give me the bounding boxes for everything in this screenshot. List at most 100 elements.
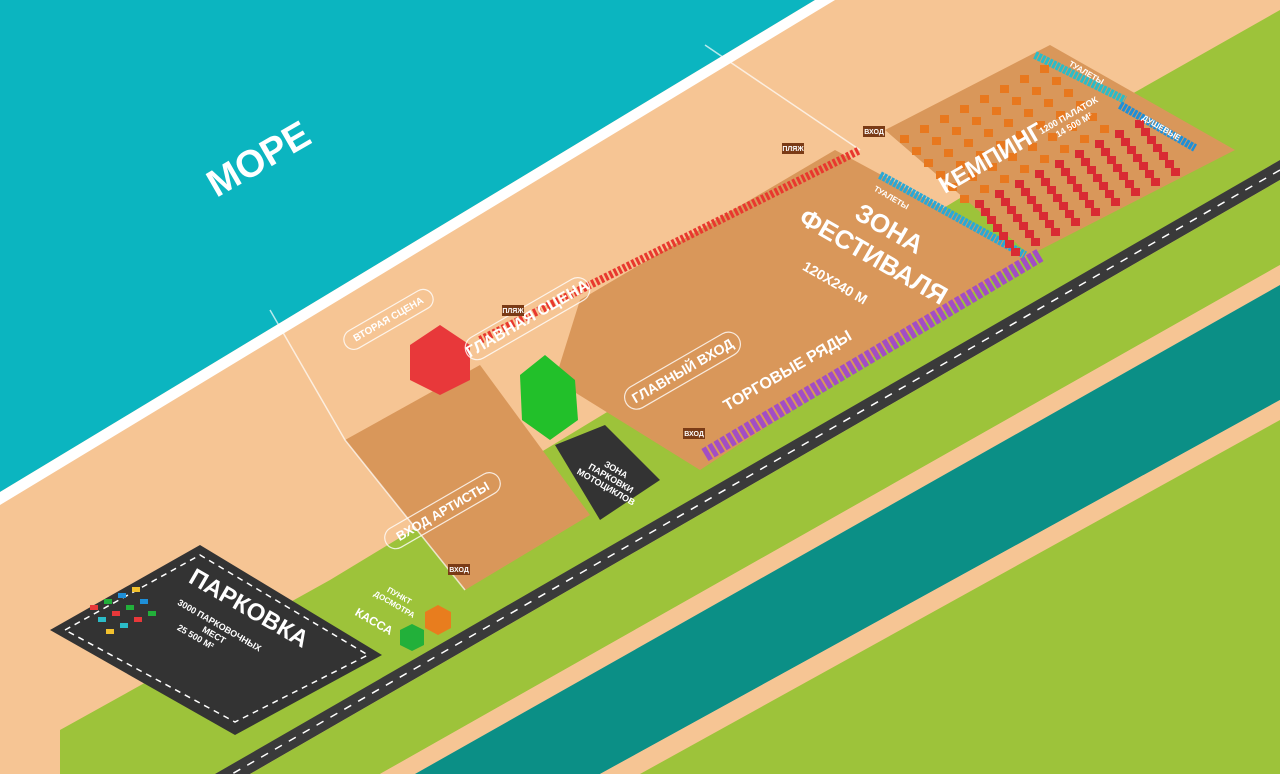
tent — [1100, 125, 1109, 133]
tent — [987, 216, 996, 224]
tent — [1055, 160, 1064, 168]
main-entrance-sign[interactable]: ВХОД — [683, 428, 705, 439]
tent — [1113, 164, 1122, 172]
tent — [1011, 248, 1020, 256]
tent — [975, 200, 984, 208]
tent — [924, 159, 933, 167]
tent — [952, 127, 961, 135]
tent — [981, 208, 990, 216]
main-stage[interactable] — [520, 355, 578, 440]
tent — [900, 135, 909, 143]
tent — [1079, 192, 1088, 200]
tent — [999, 232, 1008, 240]
riverbank — [380, 265, 1280, 774]
tent — [1153, 144, 1162, 152]
tent — [1056, 111, 1065, 119]
tent — [1041, 178, 1050, 186]
bleachers — [478, 146, 862, 344]
tent — [1013, 214, 1022, 222]
tent — [1093, 174, 1102, 182]
tent — [1027, 196, 1036, 204]
tent — [1039, 212, 1048, 220]
tent — [1047, 186, 1056, 194]
camping-entrance-sign[interactable]: ВХОД — [863, 126, 885, 137]
parked-car — [120, 623, 128, 628]
tent — [936, 171, 945, 179]
tent — [1147, 136, 1156, 144]
parked-car — [132, 587, 140, 592]
tent — [956, 161, 965, 169]
tent — [1040, 155, 1049, 163]
toilets-block-1 — [878, 171, 1027, 259]
tent — [1065, 210, 1074, 218]
artists-pill — [384, 472, 501, 550]
tent — [1048, 133, 1057, 141]
tent — [1135, 120, 1144, 128]
tent — [1081, 158, 1090, 166]
tent — [996, 141, 1005, 149]
artists-entrance-sign[interactable]: ВХОД — [448, 564, 470, 575]
tent — [1159, 152, 1168, 160]
tent — [1171, 168, 1180, 176]
tent — [1040, 65, 1049, 73]
tent — [1127, 146, 1136, 154]
svg-text:ВХОД: ВХОД — [864, 129, 884, 136]
tent — [1131, 188, 1140, 196]
tent — [1091, 208, 1100, 216]
shoreline-foam — [0, 0, 835, 505]
tent — [993, 224, 1002, 232]
svg-text:ВХОД: ВХОД — [449, 567, 469, 574]
tent — [912, 147, 921, 155]
tent — [1101, 148, 1110, 156]
parked-car — [118, 593, 126, 598]
tent — [1024, 109, 1033, 117]
checkpoint-booth[interactable] — [425, 605, 451, 635]
tent — [1111, 198, 1120, 206]
second-stage[interactable] — [410, 325, 470, 395]
grass-roadside — [250, 180, 1280, 774]
tent — [1000, 175, 1009, 183]
tent — [940, 115, 949, 123]
parking-border — [63, 554, 370, 723]
parked-car — [148, 611, 156, 616]
tent — [1020, 165, 1029, 173]
tent — [1025, 230, 1034, 238]
tent — [1075, 150, 1084, 158]
tent — [995, 190, 1004, 198]
tent — [1021, 188, 1030, 196]
tent — [1085, 200, 1094, 208]
riverbank-lower — [600, 400, 1280, 774]
tent — [976, 151, 985, 159]
tent — [1012, 97, 1021, 105]
beach-sign-1: ПЛЯЖ — [502, 305, 524, 316]
tent — [1035, 170, 1044, 178]
tent — [1088, 113, 1097, 121]
tent — [1073, 184, 1082, 192]
tent — [1045, 220, 1054, 228]
second-stage-pill — [343, 288, 434, 351]
tent — [1044, 99, 1053, 107]
road — [215, 160, 1280, 774]
fence-west — [269, 309, 466, 591]
tent — [980, 185, 989, 193]
river — [415, 285, 1280, 774]
tent — [1071, 218, 1080, 226]
cashier-booth[interactable] — [400, 624, 424, 651]
toilets-block-2 — [1033, 51, 1127, 104]
moto-parking-zone[interactable] — [555, 425, 660, 520]
tent — [1119, 172, 1128, 180]
tent — [1028, 143, 1037, 151]
tent — [968, 173, 977, 181]
tent — [1051, 228, 1060, 236]
tent — [1121, 138, 1130, 146]
parked-car — [112, 611, 120, 616]
trade-stalls — [701, 248, 1044, 462]
parked-car — [90, 605, 98, 610]
tent — [1001, 198, 1010, 206]
svg-text:ПЛЯЖ: ПЛЯЖ — [782, 146, 804, 153]
tent — [932, 137, 941, 145]
svg-text:ВХОД: ВХОД — [684, 431, 704, 438]
tent — [1059, 202, 1068, 210]
artists-zone[interactable] — [345, 365, 590, 590]
